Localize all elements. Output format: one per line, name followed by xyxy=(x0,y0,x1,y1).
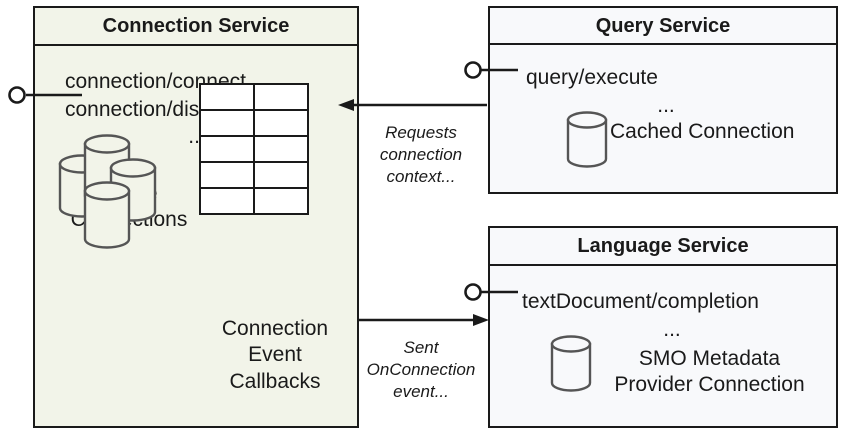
connector-sent-onconnection-event xyxy=(359,314,489,326)
smo-label-line2: Provider Connection xyxy=(614,373,805,397)
cached-connection-label: Cached Connection xyxy=(610,120,795,143)
sent-label-line1: Sent xyxy=(403,338,439,357)
connector-requests-connection-context xyxy=(338,99,487,111)
operation-textdocument-completion: textDocument/completion xyxy=(522,290,759,313)
active-connections-label-line1: Active xyxy=(100,182,158,205)
operation-connection-disconnect: connection/disconnect xyxy=(65,97,273,121)
database-cylinder-icon xyxy=(566,111,608,168)
callbacks-label-line3: Callbacks xyxy=(229,369,321,393)
sent-label-line3: event... xyxy=(393,382,449,402)
requests-label-line3: context... xyxy=(386,167,456,187)
smo-metadata-provider-label: SMO Metadata Provider Connection xyxy=(602,346,817,399)
query-service-title: Query Service xyxy=(490,8,836,45)
operation-query-execute: query/execute xyxy=(526,66,658,89)
language-service-title: Language Service xyxy=(490,228,836,266)
query-service-body: query/execute ... Cached Connection xyxy=(490,45,836,194)
connection-service-body: connection/connect connection/disconnect… xyxy=(35,46,357,426)
active-connections-label: Active Connections xyxy=(53,181,205,234)
language-service-operations-ellipsis: ... xyxy=(663,317,681,341)
query-service-operations-ellipsis: ... xyxy=(657,93,675,117)
connector-label-sent-onconnection-event: Sent OnConnection event... xyxy=(355,337,487,403)
requests-label-line1: Requests xyxy=(385,123,457,142)
connection-service-title: Connection Service xyxy=(35,8,357,46)
component-language-service[interactable]: Language Service textDocument/completion… xyxy=(488,226,838,428)
callbacks-label-line1: Connection xyxy=(221,317,329,340)
connection-service-operations-ellipsis: ... xyxy=(188,125,206,149)
query-service-operations: query/execute ... xyxy=(526,64,806,119)
connector-label-requests-connection-context: Requests connection context... xyxy=(355,122,487,188)
operation-connection-connect: connection/connect xyxy=(65,70,246,93)
requests-label-line2: connection xyxy=(379,145,463,165)
active-connections-label-line2: Connections xyxy=(70,208,188,232)
callbacks-label-line2: Event xyxy=(248,343,302,367)
connection-service-operations: connection/connect connection/disconnect… xyxy=(65,68,329,151)
connection-event-callbacks-label: Connection Event Callbacks xyxy=(200,316,350,395)
language-service-body: textDocument/completion ... SMO Metadata… xyxy=(490,266,836,426)
component-query-service[interactable]: Query Service query/execute ... Cached C… xyxy=(488,6,838,194)
database-cylinder-icon xyxy=(550,335,592,392)
language-service-operations: textDocument/completion ... xyxy=(522,288,822,343)
component-connection-service[interactable]: Connection Service connection/connect co… xyxy=(33,6,359,428)
sent-label-line2: OnConnection xyxy=(366,360,476,380)
smo-label-line1: SMO Metadata xyxy=(638,347,781,370)
